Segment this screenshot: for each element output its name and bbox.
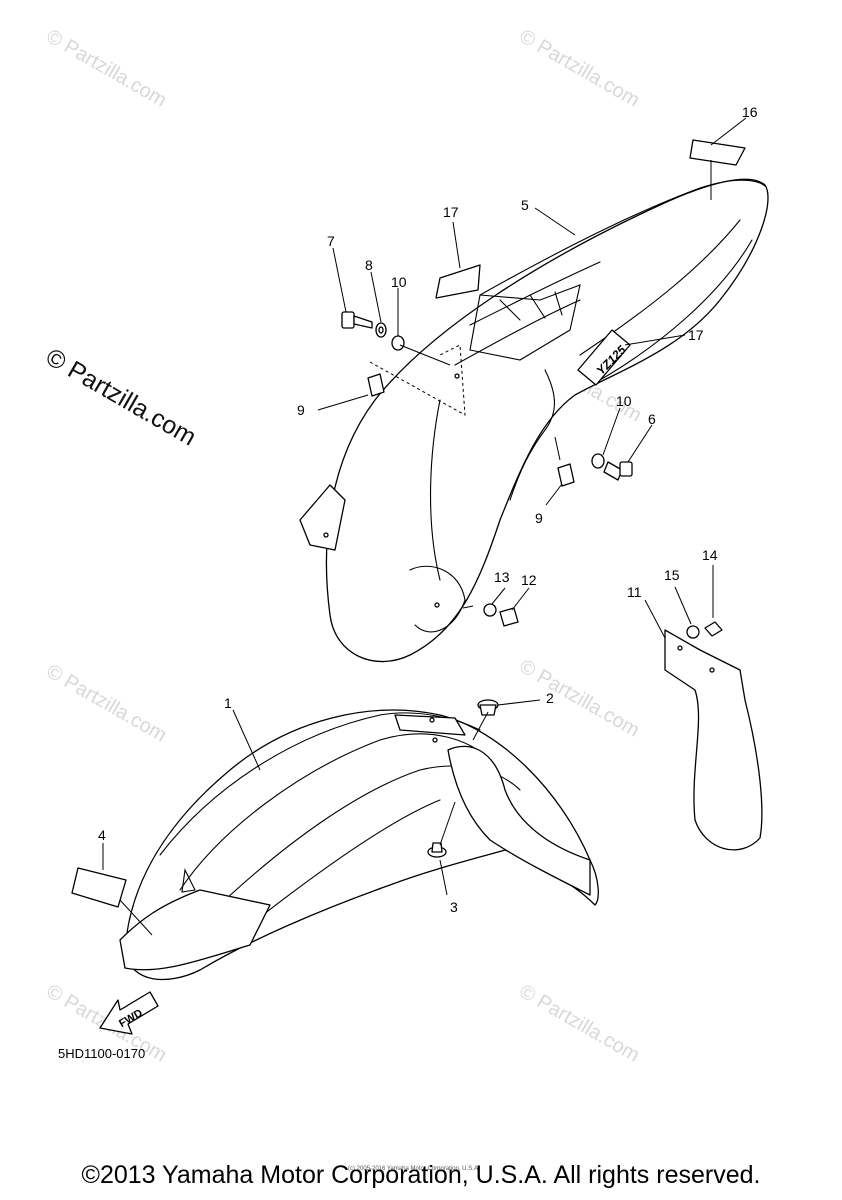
nut-9-right: [557, 463, 575, 487]
callout-1: 1: [224, 695, 232, 711]
callout-6: 6: [648, 411, 656, 427]
diagram-code: 5HD1100-0170: [58, 1046, 145, 1061]
fine-print: (c) 2005-2016 Yamaha Motor Corporation, …: [348, 1166, 480, 1172]
callout-2: 2: [546, 690, 554, 706]
watermark: © Partzilla.com: [516, 25, 644, 111]
callout-3: 3: [450, 899, 458, 915]
callout-9: 9: [535, 510, 543, 526]
callout-14: 14: [702, 547, 718, 563]
callouts: 16 5 17 7 8 10 17 9 10 6 9 13 12 14 15 1…: [98, 104, 758, 915]
decal-17-upper: [435, 264, 481, 299]
front-fender: [119, 709, 599, 981]
watermark: © Partzilla.com: [43, 25, 171, 111]
decal-16: [689, 139, 746, 166]
copyright-footer: ©2013 Yamaha Motor Corporation, U.S.A. A…: [81, 1161, 761, 1189]
callout-12: 12: [521, 572, 537, 588]
grommet-2: [477, 699, 499, 716]
decal-4: [71, 867, 127, 908]
watermark-large: © Partzilla.com: [41, 343, 201, 451]
callout-7: 7: [327, 233, 335, 249]
screw-14: [704, 621, 723, 637]
callout-10: 10: [391, 274, 407, 290]
callout-17: 17: [443, 204, 459, 220]
washer-8: [375, 322, 387, 338]
rear-fender: YZ125: [299, 178, 769, 663]
watermark: © Partzilla.com: [516, 980, 644, 1066]
bolt-7: [341, 311, 373, 329]
callout-16: 16: [742, 104, 758, 120]
leader-lines: [102, 117, 747, 936]
callout-4: 4: [98, 827, 106, 843]
bolt-3: [427, 842, 447, 858]
callout-17: 17: [688, 327, 704, 343]
watermark: © Partzilla.com: [516, 655, 644, 741]
callout-9: 9: [297, 402, 305, 418]
callout-11: 11: [627, 584, 642, 600]
watermark: © Partzilla.com: [43, 660, 171, 746]
callout-13: 13: [494, 569, 510, 585]
callout-15: 15: [664, 567, 680, 583]
collar-10-right: [591, 453, 605, 469]
collar-13: [483, 603, 497, 617]
collar-10-left: [391, 335, 405, 351]
callout-5: 5: [521, 197, 529, 213]
callout-8: 8: [365, 257, 373, 273]
bolt-6: [603, 461, 633, 481]
washer-15: [686, 625, 700, 639]
bolt-12: [499, 607, 519, 627]
mud-flap: [664, 629, 763, 851]
nut-9-left: [367, 373, 385, 397]
callout-10: 10: [616, 393, 632, 409]
